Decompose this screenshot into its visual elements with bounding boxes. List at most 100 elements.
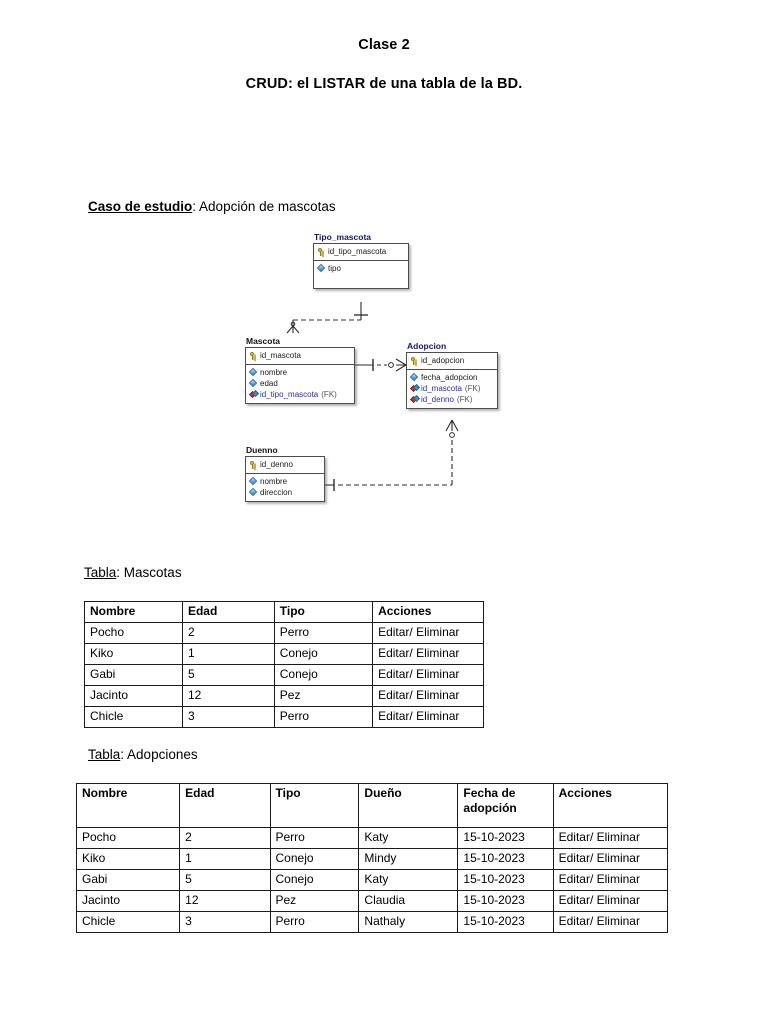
entity-adopcion: Adopcion id_adopcion fecha_adopcion id_m… [406,341,498,409]
field-name: id_tipo_mascota [328,246,387,256]
cell-fecha: 15-10-2023 [457,848,554,870]
cell-acciones[interactable]: Editar/ Eliminar [552,890,669,912]
cell-acciones[interactable]: Editar/ Eliminar [372,706,484,728]
entity-field-row: id_mascota (FK) [410,383,494,394]
table-caption-value: Mascotas [123,565,182,580]
entity-title-adopcion: Adopcion [407,341,447,351]
optional-circle-adopcion-bottom [449,432,455,438]
table-row: Jacinto 12 Pez Claudia 15-10-2023 Editar… [75,890,669,912]
optional-circle-mascota [290,321,296,327]
diamond-icon [410,373,419,382]
cell-edad: 1 [179,848,271,870]
cell-edad: 3 [181,706,275,728]
cell-nombre: Chicle [84,706,183,728]
table-caption-adopciones: Tabla: Adopciones [88,747,198,762]
entity-field-row: fecha_adopcion [410,372,494,383]
page-title-sub: CRUD: el LISTAR de una tabla de la BD. [245,76,523,92]
cell-fecha: 15-10-2023 [457,890,554,912]
entity-title-mascota: Mascota [246,336,281,346]
field-name: tipo [328,263,341,273]
key-icon [249,351,258,360]
field-name: edad [260,378,278,388]
case-study-separator: : [192,199,200,214]
entity-field-row: id_denno [249,459,321,470]
column-header-acciones: Acciones [372,601,484,623]
cell-acciones[interactable]: Editar/ Eliminar [372,643,484,665]
diamond-icon [249,379,258,388]
entity-fields-section: nombre direccion [246,473,324,501]
cell-nombre: Pocho [75,827,181,849]
cell-dueno: Mindy [358,848,459,870]
entity-fields-section: nombre edad id_tipo_mascota (FK) [246,364,354,403]
table-caption-value: Adopciones [127,747,198,762]
field-name: fecha_adopcion [421,372,478,382]
entity-title-duenno: Duenno [246,445,278,455]
cell-acciones[interactable]: Editar/ Eliminar [552,848,669,870]
table-caption-label: Tabla [88,747,121,762]
cell-nombre: Kiko [75,848,181,870]
cell-acciones[interactable]: Editar/ Eliminar [552,869,669,891]
cell-dueno: Claudia [358,890,459,912]
entity-field-row: tipo [317,263,405,274]
cell-acciones[interactable]: Editar/ Eliminar [372,622,484,644]
column-header-tipo: Tipo [273,601,374,623]
cell-nombre: Gabi [84,664,183,686]
entity-field-row: id_tipo_mascota [317,246,405,257]
key-icon [249,460,258,469]
entity-field-row: id_mascota [249,350,351,361]
cell-acciones[interactable]: Editar/ Eliminar [552,911,669,933]
field-name: id_denno [421,394,454,404]
cell-nombre: Jacinto [84,685,183,707]
table-row: Gabi 5 Conejo Katy 15-10-2023 Editar/ El… [75,869,669,891]
field-name: id_adopcion [421,355,465,365]
table-caption-label: Tabla [84,565,117,580]
crow-foot-mascota [286,325,300,334]
cell-edad: 12 [179,890,271,912]
field-name: direccion [260,487,293,497]
column-header-dueno: Dueño [358,783,459,828]
entity-pk-section: id_adopcion [407,353,497,369]
key-icon [410,356,419,365]
cell-tipo: Perro [269,911,360,933]
entity-tipo-mascota: Tipo_mascota id_tipo_mascota tipo [313,232,409,289]
entity-fields-section: fecha_adopcion id_mascota (FK) id_denno … [407,369,497,408]
field-name: id_denno [260,459,293,469]
cell-dueno: Nathaly [358,911,459,933]
cell-tipo: Perro [273,706,374,728]
foreign-key-icon [410,384,419,393]
crow-foot-adopcion-left [395,358,407,372]
cell-tipo: Conejo [273,664,374,686]
entity-field-row: direccion [249,487,321,498]
page-title-main: Clase 2 [358,37,410,53]
table-row: Kiko 1 Conejo Mindy 15-10-2023 Editar/ E… [75,848,669,870]
entity-mascota: Mascota id_mascota nombre edad [245,336,355,404]
cell-dueno: Katy [358,827,459,849]
key-icon [317,247,326,256]
cell-tipo: Perro [273,622,374,644]
cell-edad: 1 [181,643,275,665]
cell-fecha: 15-10-2023 [457,911,554,933]
table-row: Chicle 3 Perro Nathaly 15-10-2023 Editar… [75,911,669,933]
column-header-fecha-adopcion: Fecha de adopción [457,783,554,828]
cell-nombre: Chicle [75,911,181,933]
cell-nombre: Jacinto [75,890,181,912]
column-header-edad: Edad [181,601,275,623]
cell-tipo: Pez [273,685,374,707]
diamond-icon [249,368,258,377]
cell-acciones[interactable]: Editar/ Eliminar [552,827,669,849]
cell-acciones[interactable]: Editar/ Eliminar [372,664,484,686]
field-name: nombre [260,476,288,486]
cell-tipo: Conejo [269,869,360,891]
cell-tipo: Pez [269,890,360,912]
entity-box-mascota: id_mascota nombre edad id_tipo_mascota (… [245,347,355,404]
table-row: Pocho 2 Perro Editar/ Eliminar [84,622,484,644]
cell-acciones[interactable]: Editar/ Eliminar [372,685,484,707]
cell-dueno: Katy [358,869,459,891]
cell-edad: 3 [179,911,271,933]
field-name: nombre [260,367,288,377]
table-adopciones: Nombre Edad Tipo Dueño Fecha de adopción… [75,783,669,933]
column-header-nombre: Nombre [75,783,181,828]
cell-edad: 5 [179,869,271,891]
diamond-icon [249,488,258,497]
entity-field-row: id_adopcion [410,355,494,366]
